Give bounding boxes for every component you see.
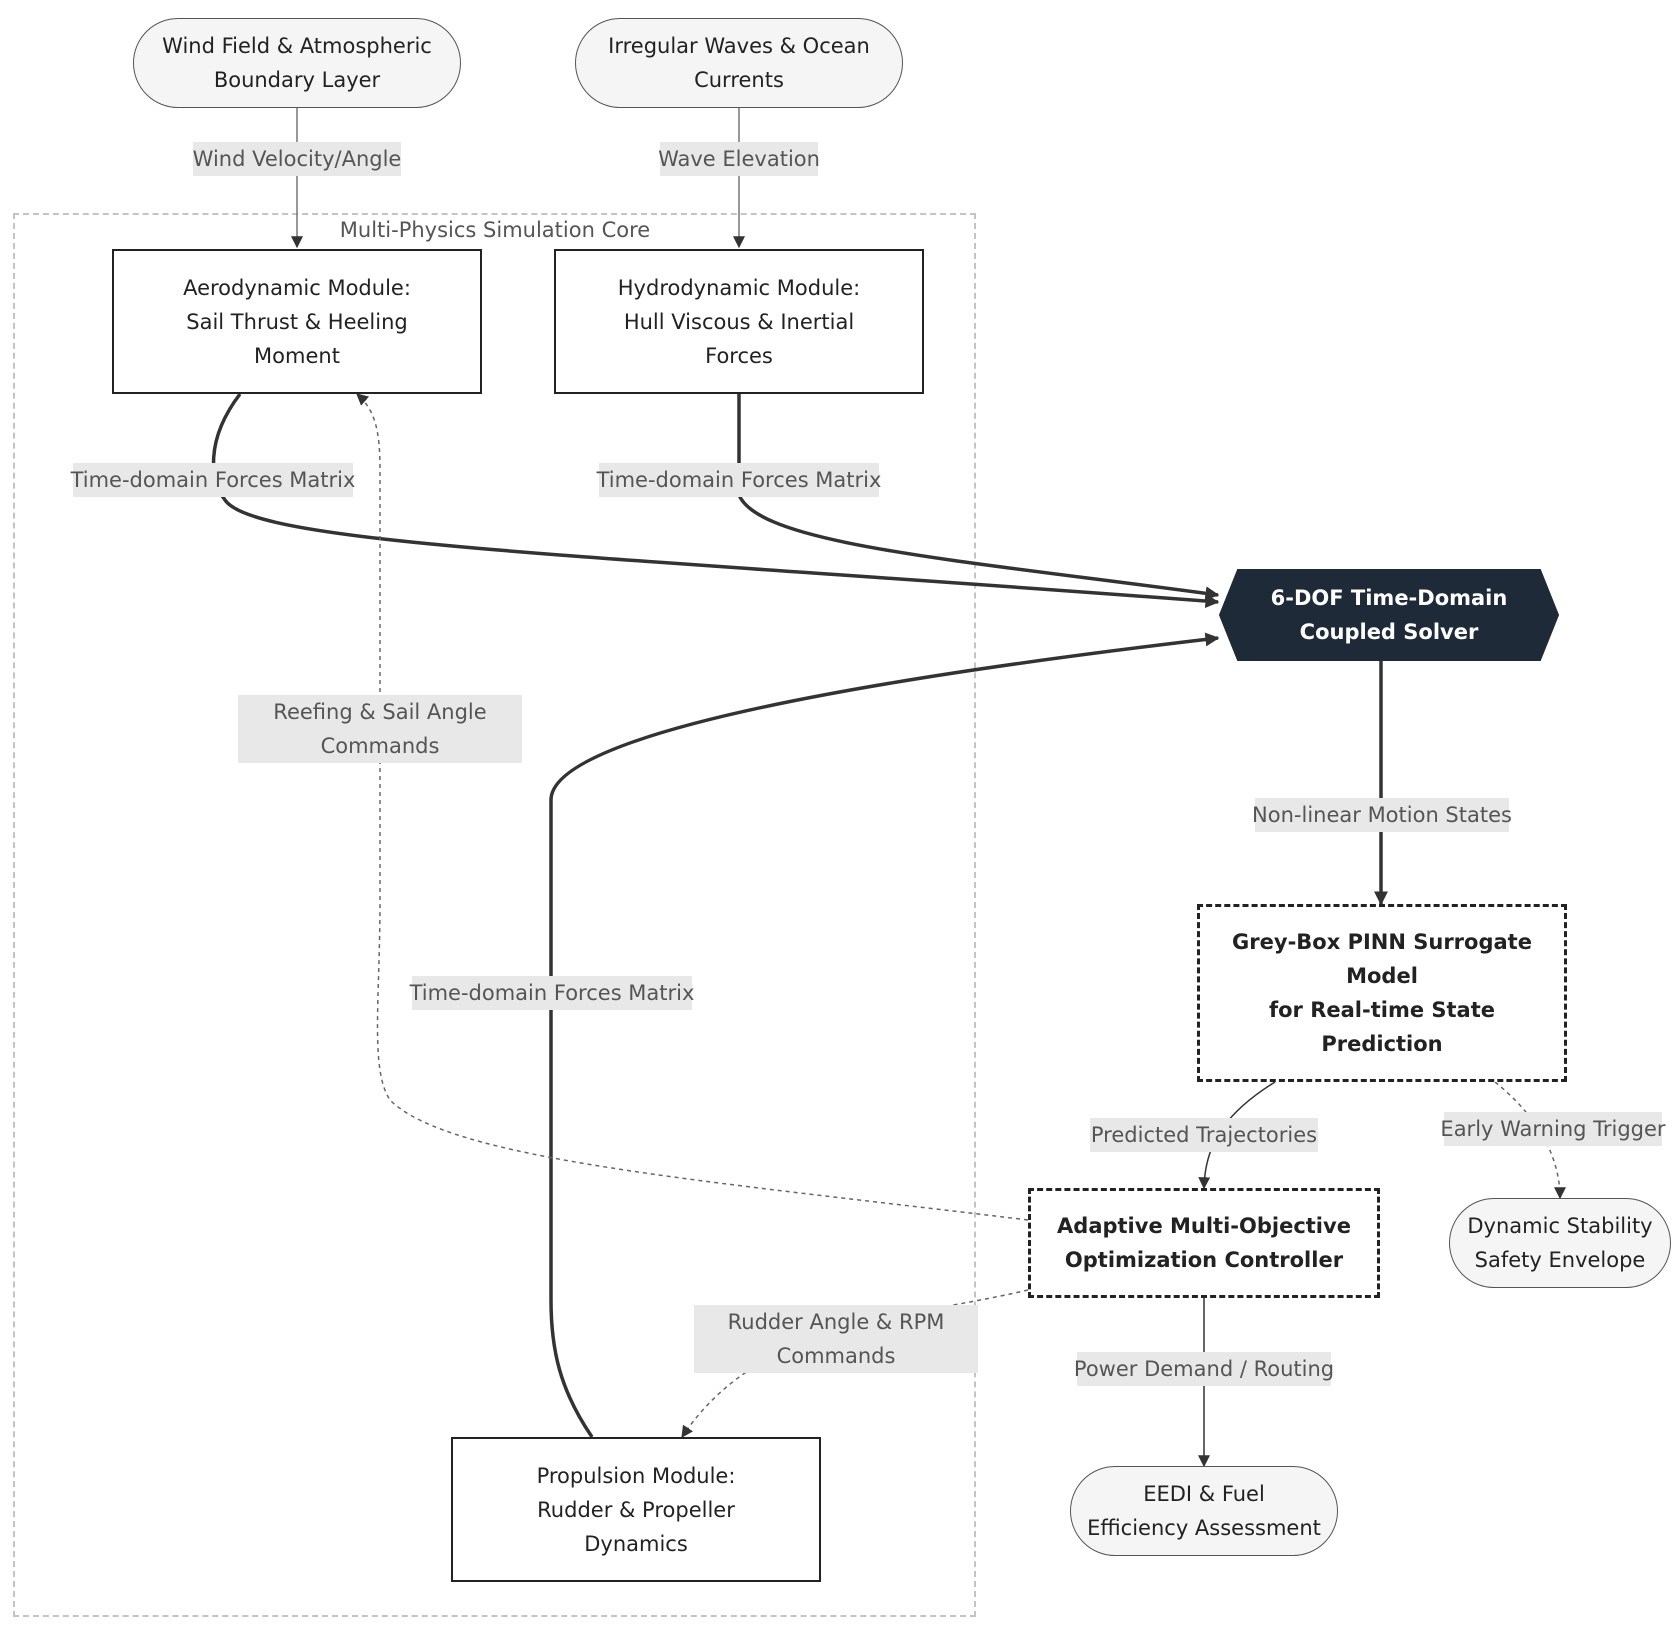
label-early-warning-text: Early Warning Trigger <box>1440 1117 1666 1141</box>
label-hydro-forces-text: Time-domain Forces Matrix <box>596 468 882 492</box>
label-aero-forces: Time-domain Forces Matrix <box>70 463 356 497</box>
label-wind-velocity-text: Wind Velocity/Angle <box>192 147 402 171</box>
node-stability-line1: Dynamic Stability <box>1467 1214 1653 1238</box>
node-propulsion-line2: Rudder & Propeller <box>537 1497 735 1522</box>
node-hydro-line1: Hydrodynamic Module: <box>617 275 861 300</box>
node-propulsion-line1: Propulsion Module: <box>536 1463 736 1488</box>
node-wind-field-line2: Boundary Layer <box>213 68 381 92</box>
node-pinn-line4: Prediction <box>1321 1032 1443 1056</box>
label-reefing-line2: Commands <box>320 734 440 758</box>
edge-aero-to-solver <box>211 392 1220 609</box>
solver-hexagon <box>1218 569 1560 661</box>
label-motion-states-text: Non-linear Motion States <box>1252 803 1512 827</box>
node-propulsion-module: Propulsion Module: Rudder & Propeller Dy… <box>451 1437 821 1582</box>
node-controller-line2: Optimization Controller <box>1064 1248 1344 1272</box>
label-power-demand-text: Power Demand / Routing <box>1073 1357 1335 1381</box>
label-early-warning: Early Warning Trigger <box>1440 1112 1666 1146</box>
label-predicted-trajectories: Predicted Trajectories <box>1090 1118 1318 1152</box>
node-hydro-line3: Forces <box>705 343 773 368</box>
label-aero-forces-text: Time-domain Forces Matrix <box>70 468 356 492</box>
label-propulsion-forces: Time-domain Forces Matrix <box>409 976 695 1010</box>
node-pinn-line1: Grey-Box PINN Surrogate <box>1232 930 1532 954</box>
node-solver-line1: 6-DOF Time-Domain <box>1270 586 1508 610</box>
node-stability-envelope: Dynamic Stability Safety Envelope <box>1449 1198 1671 1288</box>
node-hydro-line2: Hull Viscous & Inertial <box>623 309 855 334</box>
node-aero-line2: Sail Thrust & Heeling <box>186 309 408 334</box>
edge-pinn-to-stability <box>1494 1081 1566 1200</box>
edge-hydro-to-solver <box>737 394 1220 601</box>
node-propulsion-line3: Dynamics <box>584 1531 688 1556</box>
edge-controller-to-aero <box>356 393 1029 1221</box>
label-wind-velocity: Wind Velocity/Angle <box>193 142 401 176</box>
node-aero-line3: Moment <box>254 343 340 368</box>
node-pinn-line2: Model <box>1346 964 1418 988</box>
label-reefing-line1: Reefing & Sail Angle <box>273 700 487 724</box>
node-solver: 6-DOF Time-Domain Coupled Solver <box>1220 570 1558 660</box>
node-eedi-line1: EEDI & Fuel <box>1143 1482 1265 1506</box>
node-aero-line1: Aerodynamic Module: <box>183 275 411 300</box>
node-wind-field-line1: Wind Field & Atmospheric <box>162 34 432 58</box>
node-eedi-assessment: EEDI & Fuel Efficiency Assessment <box>1070 1466 1338 1556</box>
node-waves-line1: Irregular Waves & Ocean <box>608 34 870 58</box>
node-stability-line2: Safety Envelope <box>1474 1248 1646 1272</box>
label-rudder-rpm-commands: Rudder Angle & RPM Commands <box>694 1305 978 1373</box>
node-eedi-line2: Efficiency Assessment <box>1087 1516 1321 1540</box>
node-aero-module: Aerodynamic Module: Sail Thrust & Heelin… <box>112 249 482 394</box>
label-propulsion-forces-text: Time-domain Forces Matrix <box>409 981 695 1005</box>
label-power-demand: Power Demand / Routing <box>1073 1352 1335 1386</box>
node-waves-line2: Currents <box>694 68 784 92</box>
label-wave-elevation: Wave Elevation <box>658 142 820 176</box>
node-controller-line1: Adaptive Multi-Objective <box>1057 1214 1351 1238</box>
edge-propulsion-to-solver <box>549 632 1220 1438</box>
label-trajectories-text: Predicted Trajectories <box>1090 1123 1318 1147</box>
label-wave-elevation-text: Wave Elevation <box>658 147 820 171</box>
node-controller: Adaptive Multi-Objective Optimization Co… <box>1028 1188 1380 1298</box>
label-reefing-commands: Reefing & Sail Angle Commands <box>238 695 522 763</box>
simulation-core-title: Multi-Physics Simulation Core <box>339 218 651 242</box>
node-pinn-line3: for Real-time State <box>1268 998 1496 1022</box>
node-pinn-surrogate: Grey-Box PINN Surrogate Model for Real-t… <box>1197 904 1567 1082</box>
node-hydro-module: Hydrodynamic Module: Hull Viscous & Iner… <box>554 249 924 394</box>
simulation-core-group <box>13 213 976 1617</box>
label-motion-states: Non-linear Motion States <box>1252 798 1512 832</box>
label-hydro-forces: Time-domain Forces Matrix <box>596 463 882 497</box>
label-rudder-line2: Commands <box>776 1344 896 1368</box>
node-wind-field: Wind Field & Atmospheric Boundary Layer <box>133 18 461 108</box>
label-rudder-line1: Rudder Angle & RPM <box>727 1310 945 1334</box>
node-waves: Irregular Waves & Ocean Currents <box>575 18 903 108</box>
node-solver-line2: Coupled Solver <box>1299 620 1479 644</box>
